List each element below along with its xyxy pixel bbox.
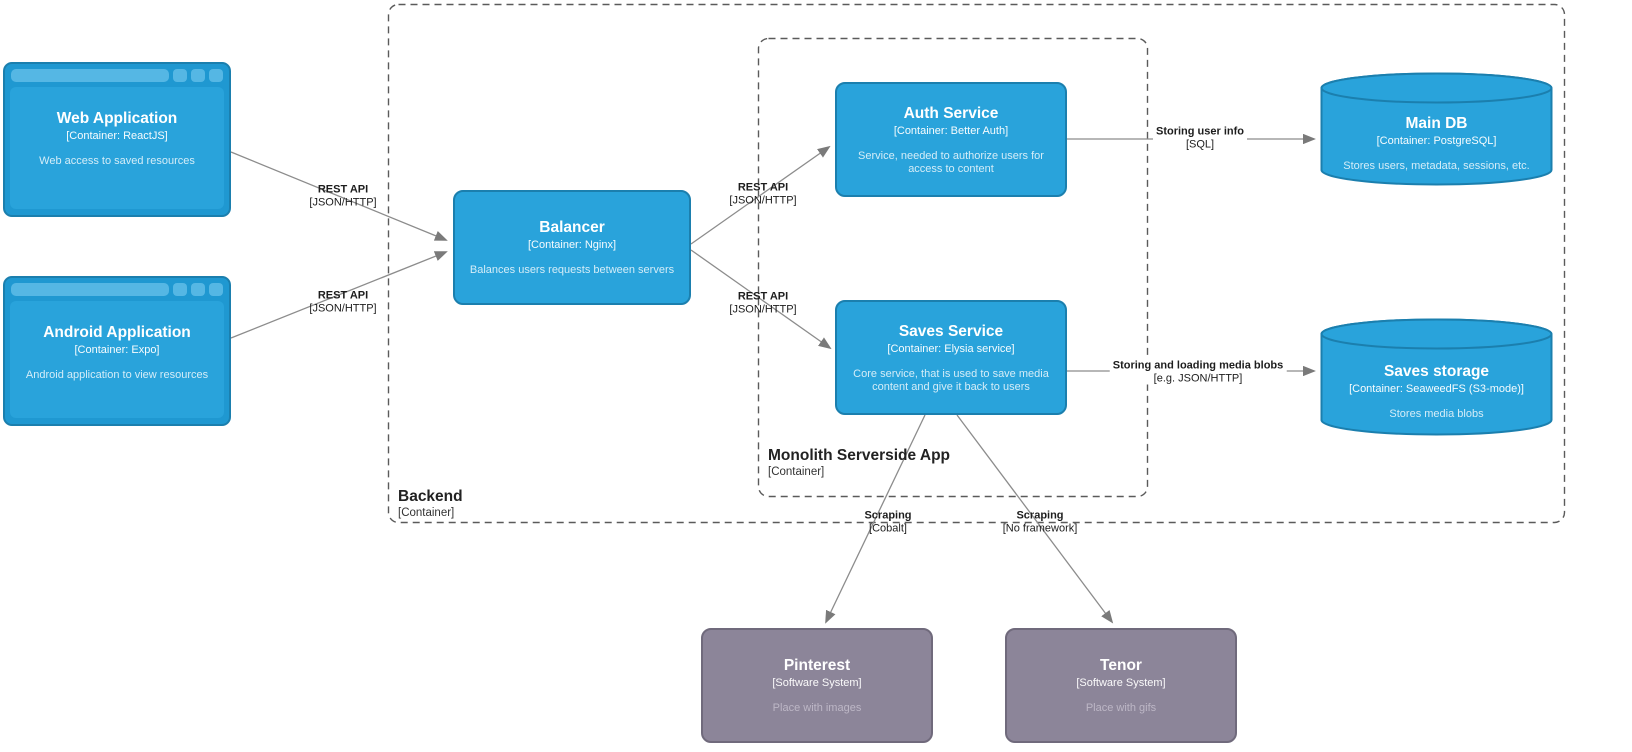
edge-tech-text: [JSON/HTTP] <box>729 303 797 315</box>
node-description: Place with gifs <box>1085 702 1157 714</box>
edge-label-balancer-to-saves: REST API [JSON/HTTP] <box>729 291 796 316</box>
backend-boundary-label: Backend [Container] <box>398 487 463 520</box>
edge-tech-text: [JSON/HTTP] <box>729 194 797 206</box>
node-description: Balances users requests between servers <box>469 264 675 276</box>
monolith-boundary-label: Monolith Serverside App [Container] <box>768 446 950 479</box>
node-subtitle: [Software System] <box>772 677 862 689</box>
window-button-icon <box>191 283 205 296</box>
monolith-title: Monolith Serverside App <box>768 447 951 464</box>
address-bar-icon <box>11 69 169 82</box>
database-cylinder-icon <box>1320 318 1553 436</box>
window-button-icon <box>191 69 205 82</box>
backend-boundary <box>387 3 1566 524</box>
node-description: Core service, that is used to save media… <box>853 367 1049 393</box>
edge-label-saves-to-tenor: Scraping [No framework] <box>1003 510 1078 535</box>
window-button-icon <box>209 69 223 82</box>
edge-label-web-to-balancer: REST API [JSON/HTTP] <box>309 184 376 209</box>
edge-tech-text: [JSON/HTTP] <box>309 196 377 208</box>
edge-balancer-to-auth <box>690 145 831 245</box>
node-subtitle: [Container: Better Auth] <box>893 124 1009 137</box>
node-tenor: Tenor [Software System] Place with gifs <box>1005 628 1237 743</box>
node-subtitle: [Container: Expo] <box>74 344 160 356</box>
node-pinterest: Pinterest [Software System] Place with i… <box>701 628 933 743</box>
node-title: Tenor <box>1100 657 1142 674</box>
edge-tech-text: [No framework] <box>1002 522 1078 534</box>
node-subtitle: [Container: Nginx] <box>527 239 617 251</box>
address-bar-icon <box>11 283 169 296</box>
monolith-subtitle: [Container] <box>768 466 825 478</box>
edge-label-auth-to-maindb: Storing user info [SQL] <box>1153 125 1247 151</box>
node-title: Main DB <box>1405 114 1468 132</box>
node-description: Stores media blobs <box>1389 407 1484 420</box>
window-button-icon <box>173 283 187 296</box>
edge-label-text: REST API <box>737 181 789 194</box>
node-description: Place with images <box>772 702 862 714</box>
edge-label-text: Scraping <box>864 509 912 522</box>
edge-balancer-to-saves <box>690 249 832 350</box>
backend-title: Backend <box>398 488 463 505</box>
database-cylinder-icon <box>1320 72 1553 186</box>
edge-label-balancer-to-auth: REST API [JSON/HTTP] <box>729 182 796 207</box>
edge-saves-to-pinterest <box>825 414 926 624</box>
edge-label-text: REST API <box>317 289 369 302</box>
window-button-icon <box>209 283 223 296</box>
edge-saves-to-tenor <box>956 414 1114 624</box>
node-title: Saves storage <box>1383 362 1490 380</box>
node-subtitle: [Software System] <box>1076 677 1166 689</box>
window-button-icon <box>173 69 187 82</box>
browser-chrome <box>11 69 223 82</box>
node-subtitle: [Container: PostgreSQL] <box>1376 134 1497 147</box>
edge-label-saves-to-pinterest: Scraping [Cobalt] <box>864 510 911 535</box>
node-saves-service: Saves Service [Container: Elysia service… <box>835 300 1067 415</box>
edge-tech-text: [e.g. JSON/HTTP] <box>1153 372 1243 384</box>
node-saves-storage: Saves storage [Container: SeaweedFS (S3-… <box>1320 318 1553 436</box>
monolith-boundary <box>757 37 1149 498</box>
edge-label-text: Storing user info <box>1156 125 1244 138</box>
edge-android-to-balancer <box>230 251 448 339</box>
edge-label-saves-to-storage: Storing and loading media blobs [e.g. JS… <box>1109 359 1287 385</box>
node-title: Auth Service <box>903 104 999 122</box>
node-description: Web access to saved resources <box>39 155 195 167</box>
node-balancer: Balancer [Container: Nginx] Balances use… <box>453 190 691 305</box>
edge-tech-text: [SQL] <box>1185 138 1215 150</box>
node-description: Service, needed to authorize users for a… <box>858 149 1044 175</box>
edge-label-android-to-balancer: REST API [JSON/HTTP] <box>309 290 376 315</box>
node-main-db: Main DB [Container: PostgreSQL] Stores u… <box>1320 72 1553 186</box>
edge-tech-text: [Cobalt] <box>869 522 907 534</box>
node-description: Stores users, metadata, sessions, etc. <box>1343 159 1530 172</box>
node-subtitle: [Container: ReactJS] <box>66 130 168 142</box>
node-android-application: Android Application [Container: Expo] An… <box>3 276 231 426</box>
node-subtitle: [Container: SeaweedFS (S3-mode)] <box>1349 382 1524 395</box>
node-auth-service: Auth Service [Container: Better Auth] Se… <box>835 82 1067 197</box>
node-title: Saves Service <box>898 322 1004 340</box>
node-web-application: Web Application [Container: ReactJS] Web… <box>3 62 231 217</box>
node-title: Android Application <box>43 324 191 341</box>
backend-subtitle: [Container] <box>398 507 455 519</box>
edge-label-text: Storing and loading media blobs <box>1112 359 1284 372</box>
edge-label-text: REST API <box>737 290 789 303</box>
node-description: Android application to view resources <box>25 369 209 381</box>
node-title: Balancer <box>539 219 605 236</box>
edge-tech-text: [JSON/HTTP] <box>309 302 377 314</box>
node-subtitle: [Container: Elysia service] <box>887 342 1015 355</box>
edge-label-text: Scraping <box>1016 509 1064 522</box>
node-title: Web Application <box>56 110 178 127</box>
edge-web-to-balancer <box>230 151 448 241</box>
edge-label-text: REST API <box>317 183 369 196</box>
browser-chrome <box>11 283 223 296</box>
node-title: Pinterest <box>783 657 851 674</box>
